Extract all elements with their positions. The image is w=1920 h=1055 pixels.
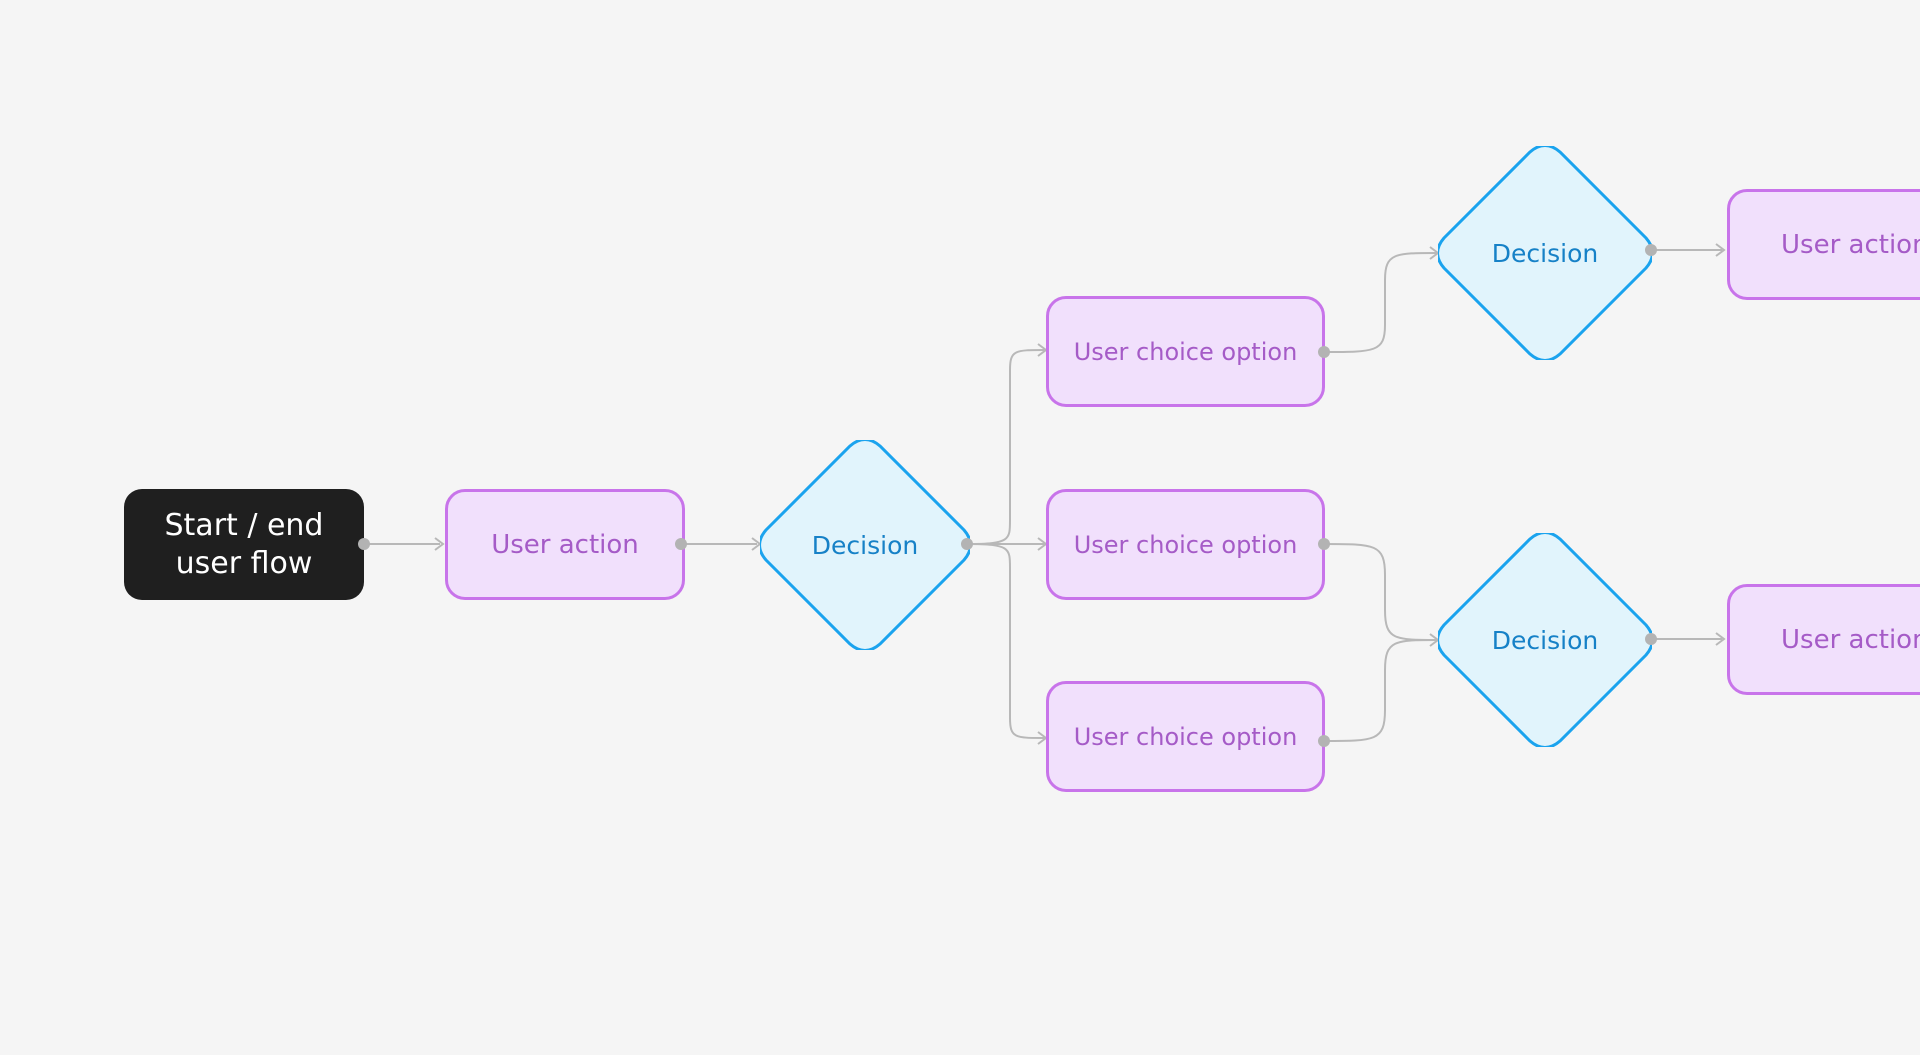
user-choice-option-label: User choice option (1073, 530, 1298, 559)
user-action-label: User action (1781, 624, 1920, 655)
arrowhead (1715, 632, 1726, 646)
decision-node[interactable]: Decision (760, 440, 970, 650)
user-action-node[interactable]: User action (1727, 584, 1920, 695)
user-action-label: User action (491, 529, 639, 560)
user-action-node[interactable]: User action (1727, 189, 1920, 300)
connector-port[interactable] (1645, 244, 1657, 256)
connector-port[interactable] (1318, 346, 1330, 358)
decision-node[interactable]: Decision (1438, 533, 1652, 747)
connector-choice-middle-to-decision-bottom (1323, 543, 1438, 641)
connector-port[interactable] (675, 538, 687, 550)
user-choice-option-node[interactable]: User choice option (1046, 681, 1325, 792)
arrowhead (434, 537, 445, 551)
user-choice-option-node[interactable]: User choice option (1046, 489, 1325, 600)
user-choice-option-label: User choice option (1073, 337, 1298, 366)
connector-port[interactable] (1318, 538, 1330, 550)
decision-label: Decision (1491, 238, 1599, 268)
decision-node[interactable]: Decision (1438, 146, 1652, 360)
connector-port[interactable] (1645, 633, 1657, 645)
connector-port[interactable] (1318, 735, 1330, 747)
decision-label: Decision (1491, 625, 1599, 655)
user-choice-option-node[interactable]: User choice option (1046, 296, 1325, 407)
connector-decision-to-choice-bottom (966, 543, 1046, 739)
user-choice-option-label: User choice option (1073, 722, 1298, 751)
connector-choice-bottom-to-decision-bottom (1323, 639, 1438, 742)
user-action-label: User action (1781, 229, 1920, 260)
start-end-node[interactable]: Start / end user flow (124, 489, 364, 600)
start-end-label: Start / end user flow (164, 507, 324, 581)
decision-diamond (760, 440, 970, 650)
user-action-node[interactable]: User action (445, 489, 685, 600)
connector-choice-top-to-decision-top (1323, 252, 1438, 353)
arrowhead (1715, 243, 1726, 257)
connector-port[interactable] (961, 538, 973, 550)
decision-label: Decision (811, 530, 919, 560)
connector-port[interactable] (358, 538, 370, 550)
decision-diamond (1438, 146, 1652, 360)
decision-diamond (1438, 533, 1652, 747)
connector-decision-to-choice-top (966, 349, 1046, 545)
